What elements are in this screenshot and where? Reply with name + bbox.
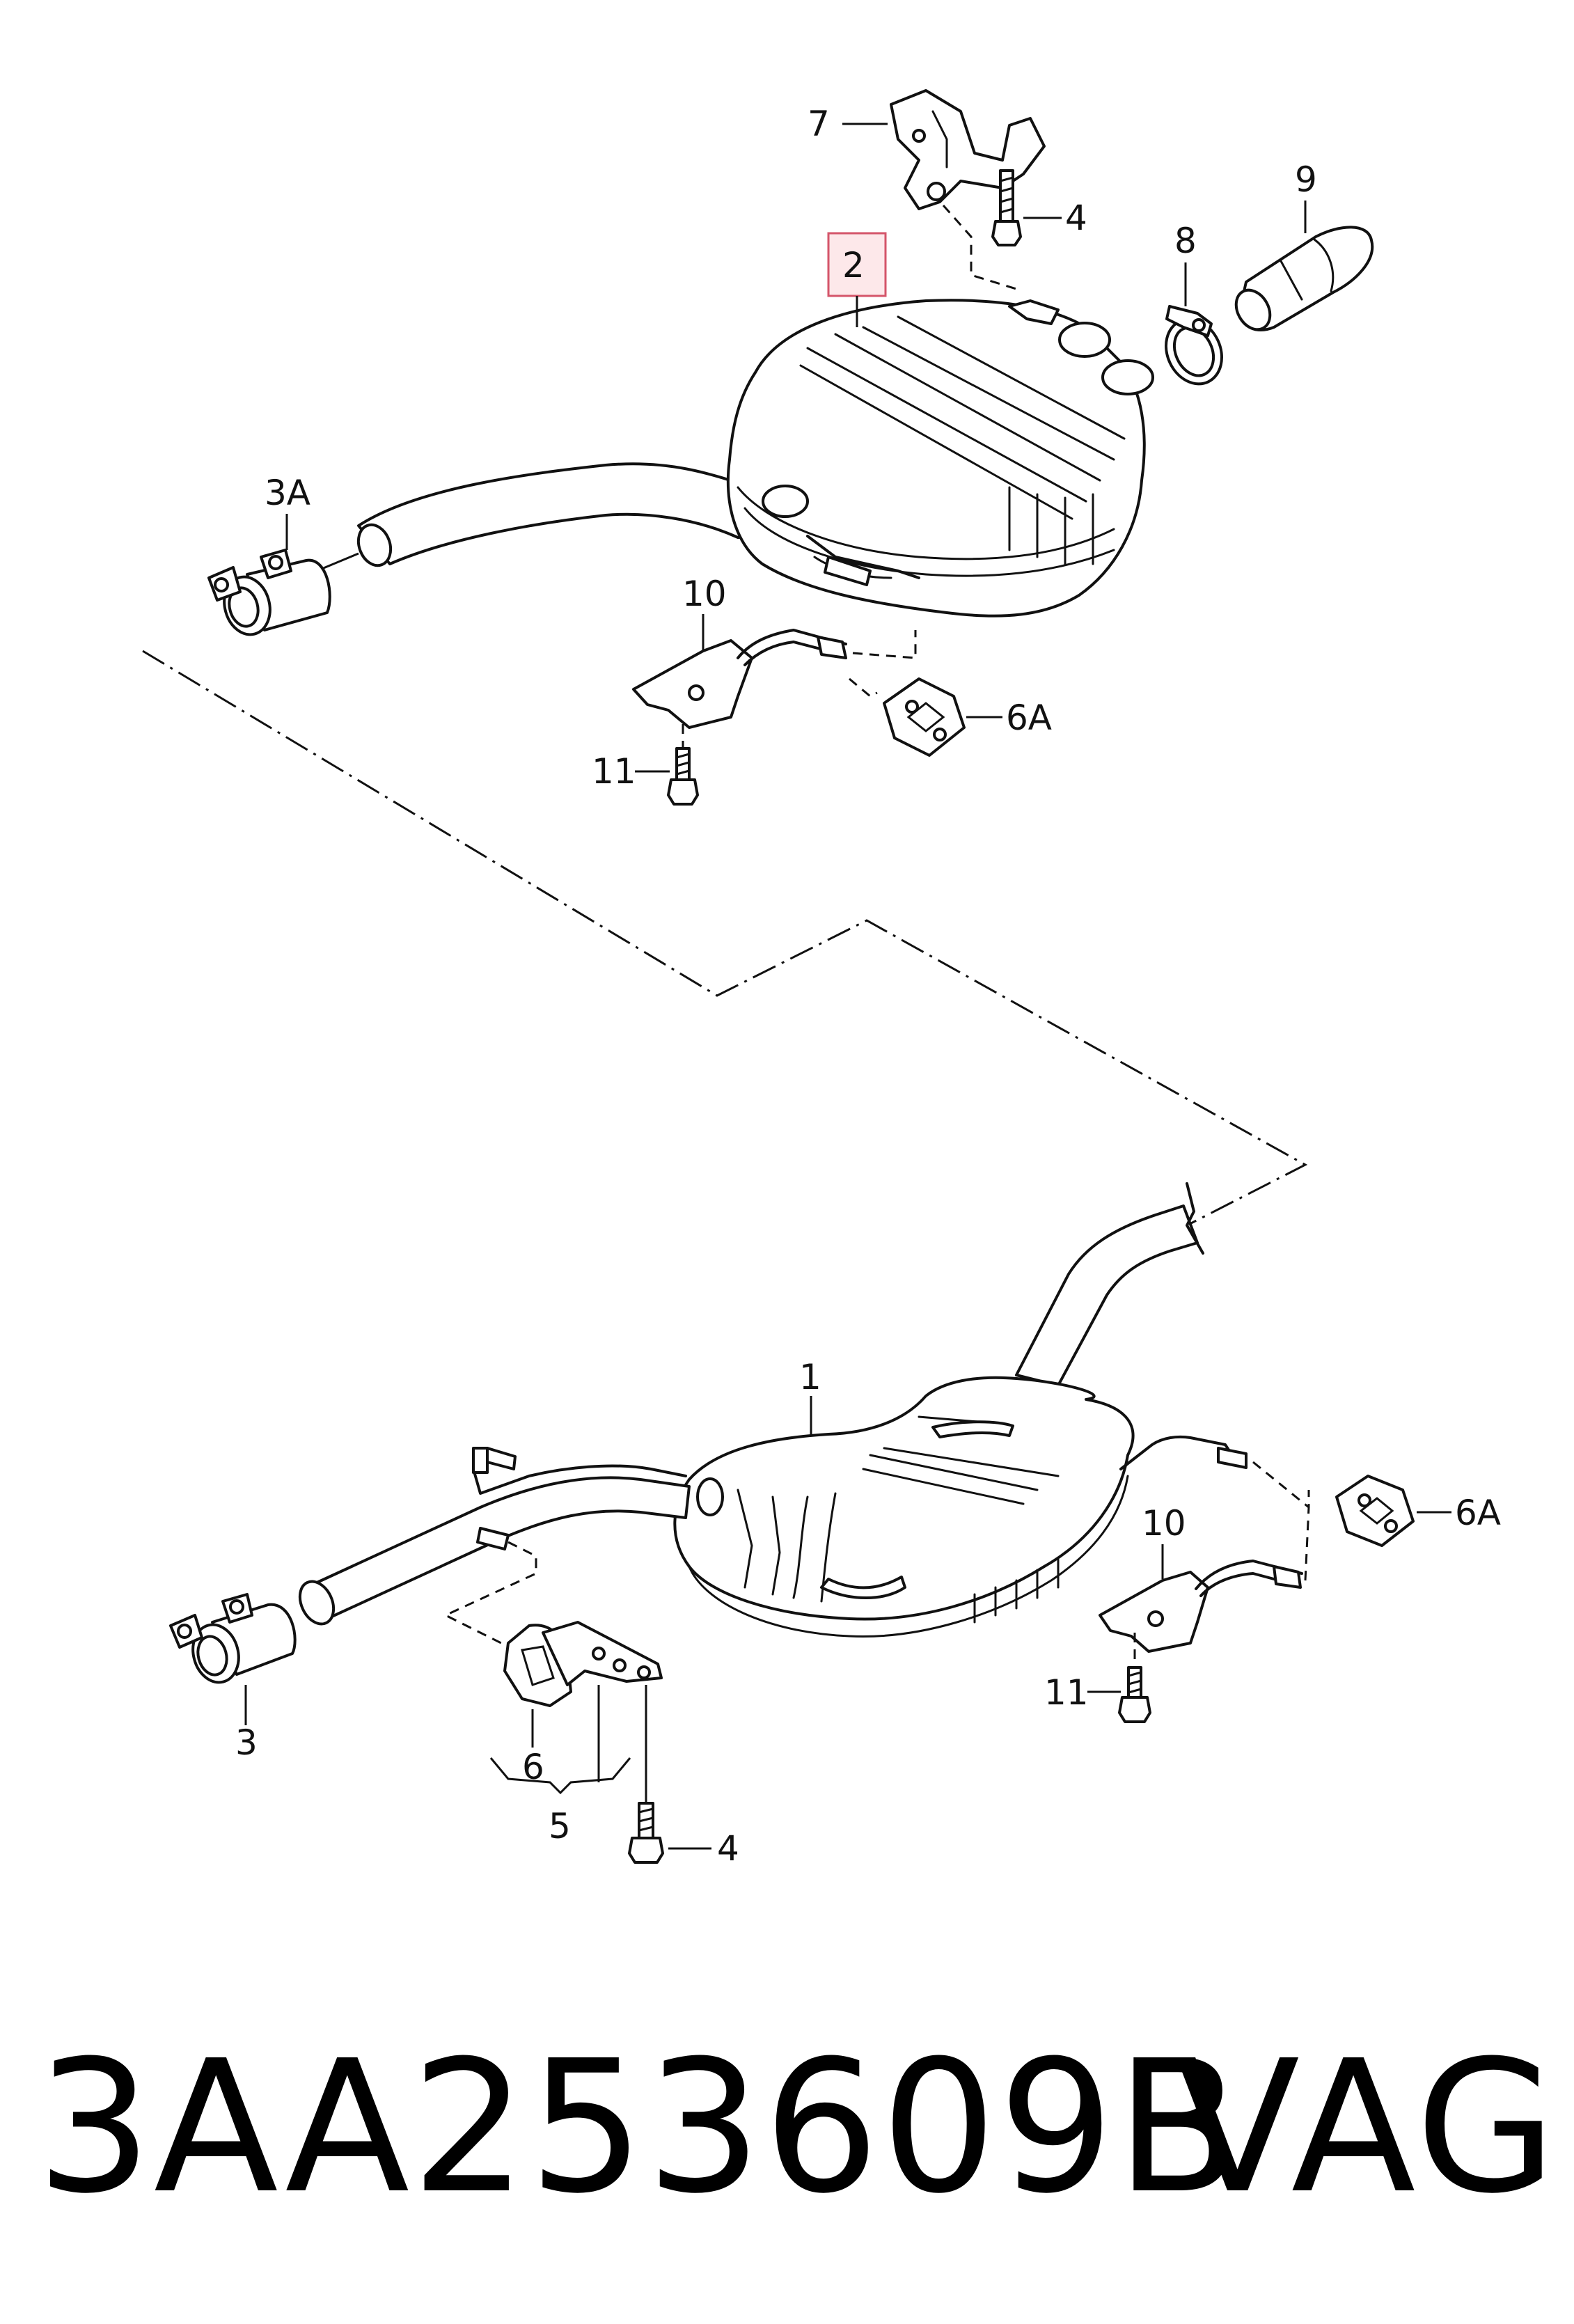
callout-11-bottom: 11 [1044,1672,1089,1713]
bracket-10-top [632,629,847,729]
callout-6A-bottom: 6A [1455,1493,1501,1533]
rubber-mount-6A-top [883,677,966,757]
callout-10-bottom: 10 [1142,1503,1186,1544]
rear-inlet-pipe-end [356,523,393,567]
clamp-3 [169,1593,297,1684]
callout-6A-top: 6A [1006,698,1052,738]
callout-5-brace [489,1757,631,1795]
part-number: 3AA253609B [36,2021,1243,2233]
front-silencer-right-rod [1119,1435,1234,1470]
front-silencer [673,1376,1135,1638]
callout-5: 5 [549,1806,571,1846]
clamp-8 [1165,305,1223,386]
clamp-3A [207,549,331,636]
bracket-7 [890,89,1046,210]
rear-inlet-pipe [357,462,771,565]
callout-11-top: 11 [592,751,636,792]
rear-silencer [726,299,1154,618]
exhaust-diagram: 2 7 4 8 9 3A [142,89,1501,1869]
callout-3: 3 [235,1722,258,1763]
callout-2-highlight [827,232,887,297]
tailpipe-9 [1234,226,1374,331]
callout-2: 2 [842,245,865,285]
middle-pipe [1015,1204,1199,1387]
callout-9: 9 [1295,159,1317,200]
brand-name: VAG [1175,2021,1560,2233]
bolt-4-bottom [628,1685,664,1864]
callout-10-top: 10 [682,574,727,614]
front-inlet-pipe-end [298,1580,336,1626]
front-silencer-left-rod [472,1447,687,1495]
callout-3A: 3A [265,473,310,513]
callout-4-top: 4 [1065,198,1087,238]
callout-8: 8 [1174,221,1197,261]
assembly-connection-line [142,650,1308,1227]
callout-7: 7 [808,104,830,144]
rubber-mount-6A-bottom [1335,1475,1415,1547]
bolt-11-bottom [1118,1633,1151,1723]
bracket-10-bottom [1099,1560,1303,1653]
bolt-11-top [667,747,699,806]
callout-1: 1 [799,1357,821,1397]
callout-4-bottom: 4 [717,1828,739,1869]
front-inlet-pipe [305,1476,691,1620]
bolt-4-top [991,169,1022,246]
rubber-mount-6 [503,1621,663,1707]
